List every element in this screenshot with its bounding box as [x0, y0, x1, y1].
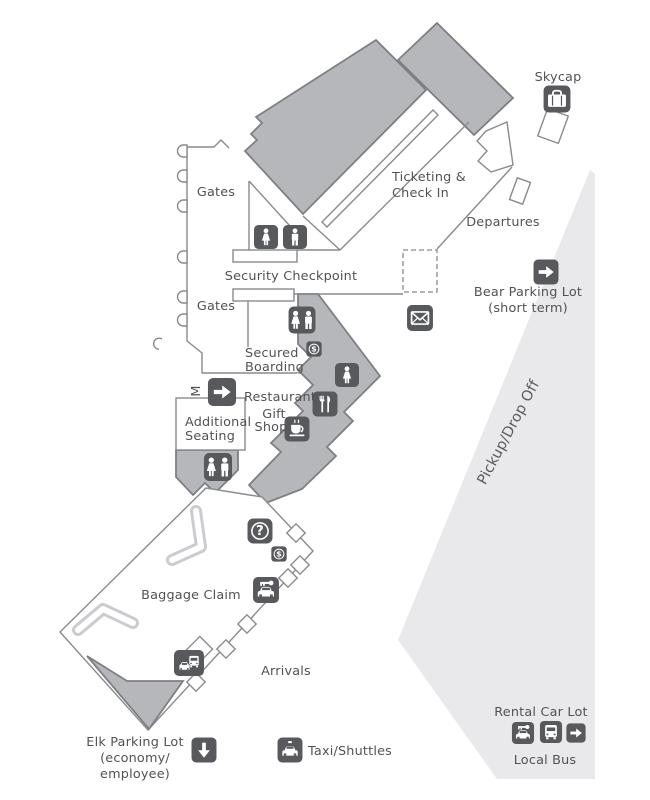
map-icons: $ ? $ — [174, 85, 586, 763]
ticketing-hall — [321, 107, 570, 293]
atm-baggage-icon: $ — [271, 546, 287, 562]
atm-secured-icon: $ — [306, 341, 322, 357]
gates-upper-label: Gates — [197, 185, 235, 200]
northeast-building — [396, 21, 515, 137]
security-lane-upper — [232, 249, 298, 263]
giftshop-label-line1: Gift — [262, 407, 286, 422]
additional-seating-room — [175, 397, 246, 451]
taxi-icon — [277, 737, 303, 763]
local-bus-label: Local Bus — [514, 753, 577, 768]
skycap-label: Skycap — [535, 70, 582, 85]
departures-label: Departures — [466, 215, 540, 230]
wall-hook — [152, 337, 163, 350]
gate-doors — [176, 144, 188, 327]
rental-car-lot-label: Rental Car Lot — [494, 705, 587, 720]
svg-text:$: $ — [311, 343, 317, 353]
elk-lot-arrow-icon — [191, 737, 217, 763]
restroom-women-secured-icon — [335, 363, 359, 387]
ticketing-label-line1: Ticketing & — [391, 170, 466, 185]
skycap-stand-large — [536, 107, 570, 145]
restroom-men-icon — [283, 225, 307, 249]
arrivals-label: Arrivals — [261, 664, 311, 679]
ticketing-label-line2: Check In — [392, 186, 449, 201]
gates-lower-label: Gates — [197, 299, 235, 314]
arrival-doors — [185, 522, 311, 693]
elk-parking-label-line1: Elk Parking Lot — [86, 735, 183, 750]
rental-lot-keycar-icon — [511, 721, 535, 745]
security-checkpoint-label: Security Checkpoint — [225, 269, 357, 284]
baggage-sw-wedge — [86, 655, 185, 731]
bear-lot-arrow-icon — [533, 259, 559, 285]
restaurant-icon — [312, 391, 338, 417]
m-marker-label: M — [189, 385, 204, 396]
skycap-stand-small — [508, 176, 532, 206]
svg-text:?: ? — [256, 524, 264, 539]
secured-boarding-label-line1: Secured — [245, 346, 299, 361]
entrance-vestibule — [476, 120, 514, 173]
elk-parking-label-line2: (economy/ — [100, 751, 170, 766]
rental-counter-keycar-icon — [253, 577, 279, 603]
secured-boarding-label-line2: Boarding — [245, 360, 304, 375]
ticket-counter — [321, 109, 439, 228]
baggage-claim-building — [59, 487, 314, 732]
additional-seating-label-line2: Seating — [185, 429, 235, 444]
north-building — [243, 38, 428, 216]
exit-arrow-icon — [207, 377, 237, 407]
elk-parking-label-line3: employee) — [100, 767, 170, 782]
departures-crossing — [402, 249, 438, 293]
rental-lot-bus-icon — [539, 720, 563, 744]
additional-seating-label-line1: Additional — [185, 415, 251, 430]
restroom-pair-secured-icon — [288, 306, 316, 334]
bear-parking-label-line1: Bear Parking Lot — [474, 285, 582, 300]
svg-text:$: $ — [276, 548, 282, 558]
information-icon: ? — [247, 518, 273, 544]
restaurant-label: Restaurant — [244, 390, 316, 405]
skycap-suitcase-icon — [543, 85, 571, 113]
bear-parking-label-line2: (short term) — [488, 301, 568, 316]
gates-concourse — [152, 139, 403, 374]
taxi-shuttles-label: Taxi/Shuttles — [307, 744, 392, 759]
restroom-women-icon — [254, 225, 278, 249]
pickup-dropoff-zone: Pickup/Drop Off — [398, 170, 595, 779]
baggage-claim-label: Baggage Claim — [141, 588, 241, 603]
mail-icon — [407, 305, 433, 331]
map-labels: Skycap Gates Gates Ticketing & Check In … — [86, 70, 587, 782]
giftshop-label-line2: Shop — [255, 420, 288, 435]
rental-lot-arrow-icon — [566, 723, 586, 743]
queue-wall — [248, 180, 291, 250]
security-lane-lower — [232, 288, 295, 302]
restroom-pair-seating-icon — [203, 452, 233, 482]
giftshop-coffee-icon — [284, 416, 310, 442]
shuttle-vehicles-icon — [174, 650, 204, 676]
